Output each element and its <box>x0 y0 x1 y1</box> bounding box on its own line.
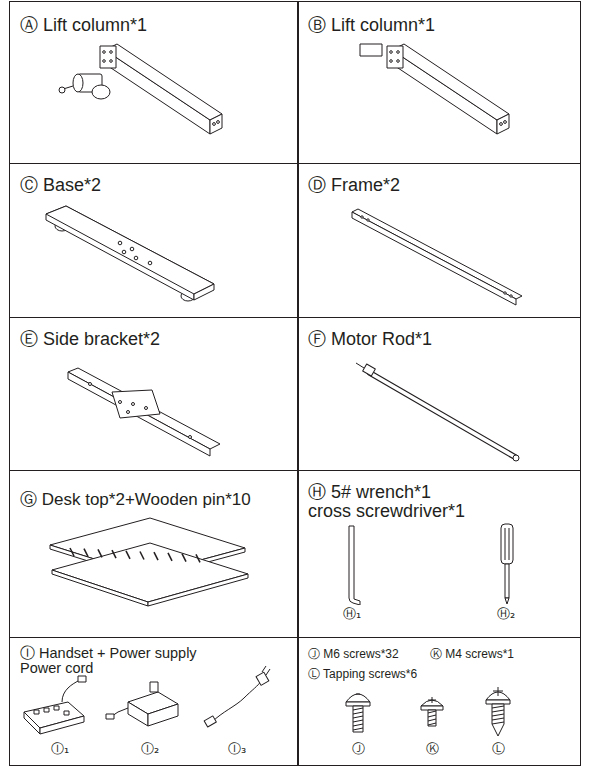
side-bracket <box>68 368 220 456</box>
callout-label: Ⓘ₃ <box>227 740 247 758</box>
part-name: Ⓙ M6 screws*32 <box>308 648 399 661</box>
part-name: Ⓗ 5# wrench*1 cross screwdriver*1 <box>308 483 473 521</box>
part-name: Ⓐ Lift column*1 <box>20 16 147 35</box>
handset <box>24 676 86 734</box>
part-name: Ⓛ Tapping screws*6 <box>308 668 417 681</box>
m4-screw <box>421 697 443 726</box>
cross-screwdriver <box>501 524 513 604</box>
screw-thread <box>353 706 504 730</box>
part-cell: Ⓗ 5# wrench*1 cross screwdriver*1 <box>297 470 581 638</box>
motor-rod <box>356 363 519 461</box>
part-name: Ⓘ Handset + Power supply Power cord <box>20 646 235 676</box>
power-supply <box>106 682 178 726</box>
part-name: Ⓔ Side bracket*2 <box>20 330 160 349</box>
part-name: Ⓚ M4 screws*1 <box>430 648 514 661</box>
part-name: Ⓖ Desk top*2+Wooden pin*10 <box>20 491 251 509</box>
part-name: Ⓒ Base*2 <box>20 176 101 195</box>
callout-label: Ⓗ₁ <box>342 605 362 623</box>
part-name: Ⓓ Frame*2 <box>308 176 400 195</box>
part-cell: Ⓑ Lift column*1 <box>297 1 581 164</box>
lift-column <box>360 44 509 134</box>
part-name: Ⓕ Motor Rod*1 <box>308 330 432 349</box>
part-cell: Ⓐ Lift column*1 <box>9 1 299 164</box>
base <box>46 206 214 301</box>
wooden-pin <box>70 548 200 562</box>
callout-label: Ⓙ <box>351 740 366 758</box>
lift-column-with-motor <box>59 44 222 134</box>
callout-label: Ⓘ₁ <box>50 740 70 758</box>
part-cell: Ⓖ Desk top*2+Wooden pin*10 <box>9 470 299 638</box>
hex-wrench <box>349 526 360 605</box>
callout-label: Ⓚ <box>425 740 440 758</box>
callout-label: Ⓘ₂ <box>140 740 160 758</box>
callout-label: Ⓗ₂ <box>496 605 516 623</box>
part-cell: Ⓔ Side bracket*2 <box>9 317 299 471</box>
desk-top <box>50 518 248 606</box>
tapping-screw <box>486 687 510 736</box>
callout-label: Ⓛ <box>491 740 506 758</box>
part-cell: Ⓒ Base*2 <box>9 163 299 318</box>
frame <box>352 209 522 305</box>
part-cell: Ⓓ Frame*2 <box>297 163 581 318</box>
m6-screw <box>346 694 370 732</box>
part-cell: Ⓕ Motor Rod*1 <box>297 317 581 471</box>
power-cord <box>204 666 270 727</box>
part-name: Ⓑ Lift column*1 <box>308 16 435 35</box>
